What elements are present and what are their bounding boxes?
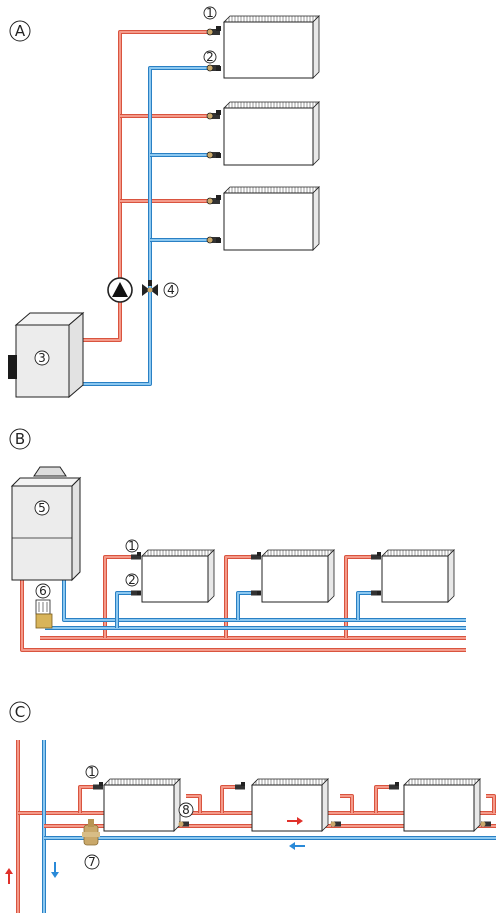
callout-1: 1 [206, 6, 214, 20]
section-b-label: B [15, 430, 25, 448]
radiator-b3 [381, 549, 455, 603]
radiator-a1 [223, 15, 320, 79]
callout-8: 8 [182, 803, 190, 817]
callout-circle [125, 573, 139, 587]
valve-icon [142, 280, 158, 296]
callout-6: 6 [39, 584, 47, 598]
section-c-circle [9, 701, 31, 723]
return-pipes-b [45, 576, 466, 630]
supply-pipes-a [83, 30, 208, 342]
wall-boiler-icon [10, 466, 82, 582]
callout-3: 3 [38, 351, 46, 365]
boiler-icon [8, 311, 85, 399]
callout-1-c: 1 [88, 765, 96, 779]
callout-4: 4 [167, 283, 175, 297]
radiator-b2 [261, 549, 335, 603]
supply-pipes-b [20, 555, 466, 652]
callout-circle [35, 583, 51, 599]
section-a-circle [9, 20, 31, 42]
section-c-label: C [15, 703, 25, 721]
valve-icon [93, 782, 491, 827]
radiator-c1 [103, 778, 181, 832]
valve-icon [131, 552, 381, 596]
valve-icon [206, 26, 221, 244]
radiator-a2 [223, 101, 320, 166]
valve-icon [82, 819, 100, 846]
callout-circle [163, 282, 179, 298]
callout-7: 7 [88, 855, 96, 869]
section-a-label: A [15, 22, 26, 40]
callout-circle [203, 50, 217, 64]
radiator-c3 [403, 778, 481, 832]
callout-circle [84, 854, 100, 870]
callout-circle [125, 539, 139, 553]
section-b-circle [9, 428, 31, 450]
callout-circle [34, 350, 50, 366]
callout-2-b: 2 [128, 573, 136, 587]
radiator-a3 [223, 186, 320, 251]
callout-5: 5 [38, 501, 46, 515]
callout-circle [34, 500, 50, 516]
callout-2: 2 [206, 50, 214, 64]
valve-icon [35, 599, 53, 629]
section-a: A [8, 6, 320, 399]
callout-circle [85, 765, 99, 779]
callout-1-b: 1 [128, 539, 136, 553]
section-b: B 5 [9, 428, 466, 652]
section-c: C [5, 701, 496, 913]
radiator-c2 [251, 778, 329, 832]
return-pipes-a [83, 66, 208, 386]
callout-circle [203, 6, 217, 20]
flow-arrow-icon [5, 817, 305, 884]
circulation-pump-icon [107, 277, 133, 303]
callout-circle [178, 802, 194, 818]
radiator-b1 [141, 549, 215, 603]
